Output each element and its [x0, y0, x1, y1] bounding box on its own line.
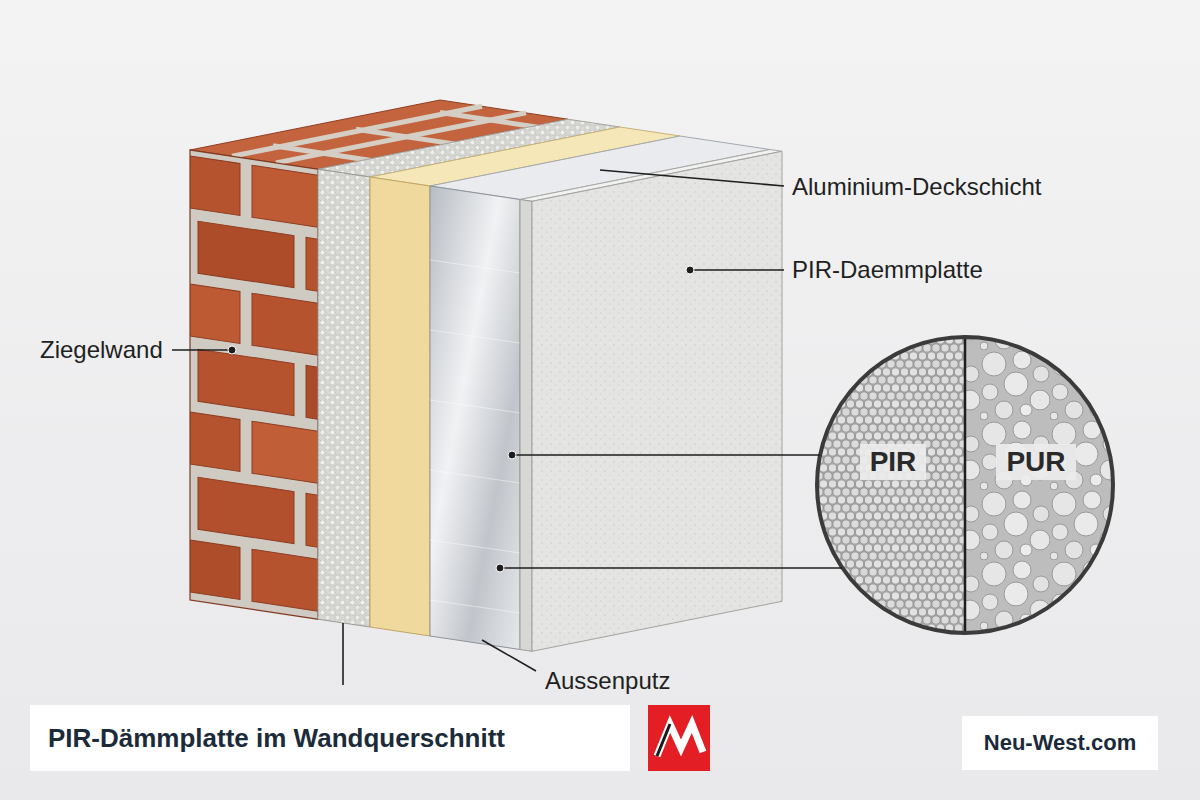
- diagram-title: PIR-Dämmplatte im Wandquerschnitt: [48, 723, 505, 754]
- zoom-circle: [817, 337, 1113, 633]
- logo: [648, 705, 710, 771]
- layer-label: Aussenputz: [545, 667, 670, 695]
- brick-face: [90, 135, 402, 632]
- website-label: Neu-West.com: [962, 716, 1158, 769]
- layer-label: Ziegelwand: [40, 336, 163, 364]
- material-label: PUR: [996, 444, 1075, 480]
- material-label: PIR: [860, 444, 927, 480]
- leader-lines: [172, 170, 842, 685]
- layer-fronts: [318, 151, 782, 651]
- leader-dots: [228, 266, 694, 572]
- layer-label: PIR-Daemmplatte: [792, 256, 983, 284]
- title-box: PIR-Dämmplatte im Wandquerschnitt: [30, 705, 630, 771]
- layer-label: Aluminium-Deckschicht: [792, 173, 1041, 201]
